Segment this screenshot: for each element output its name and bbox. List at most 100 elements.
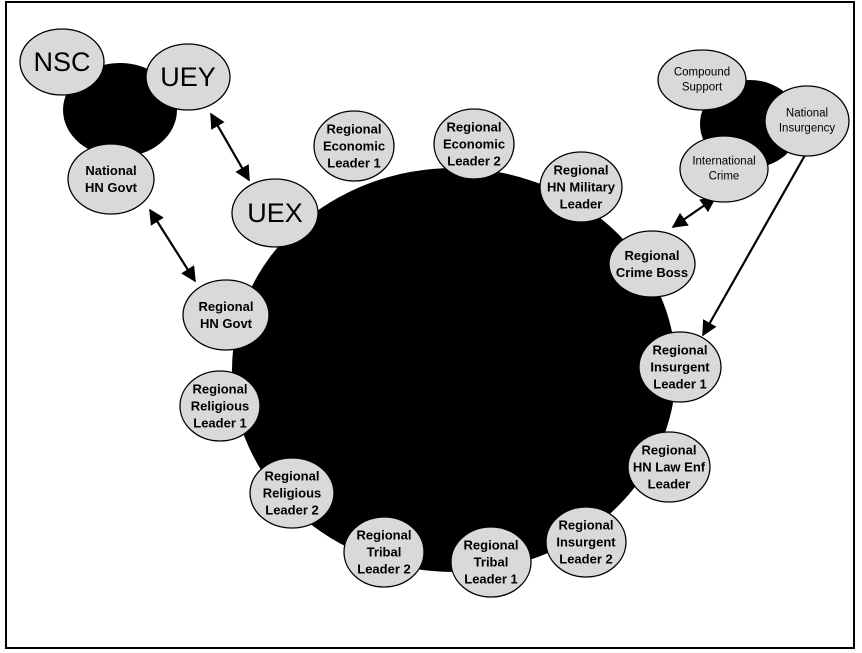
node-compound-support-label: Support	[682, 82, 723, 94]
node-regional-hn-govt-label: HN Govt	[200, 316, 253, 331]
connection-arrows	[149, 112, 818, 337]
node-regional-insurgent-leader-2-label: Regional	[559, 518, 614, 533]
regional-spider-web-ring	[247, 177, 668, 559]
regional-spider-web-ring	[401, 321, 508, 418]
node-regional-insurgent-leader-2-shape	[545, 506, 627, 578]
national-cluster-web-ring	[84, 80, 155, 139]
regional-spider-web-spoke	[453, 168, 462, 371]
regional-spider-web-spoke	[453, 176, 521, 371]
node-regional-religious-leader-2-label: Leader 2	[265, 503, 318, 518]
transnational-cluster-web-spoke	[749, 80, 757, 125]
node-regional-tribal-leader-1-shape	[450, 526, 532, 598]
node-national-insurgency-label: Insurgency	[779, 123, 836, 135]
node-regional-insurgent-leader-1-shape	[638, 331, 722, 403]
node-regional-economic-leader-1-label: Economic	[323, 139, 385, 154]
national-cluster-web-ring	[92, 87, 147, 132]
node-regional-hn-govt-shape	[182, 279, 270, 351]
node-regional-economic-leader-1-shape	[313, 110, 395, 182]
node-regional-tribal-leader-1-label: Regional	[464, 538, 519, 553]
national-cluster-web-spoke	[119, 109, 148, 152]
node-regional-tribal-leader-1-label: Tribal	[474, 555, 509, 570]
regional-spider-web-spoke	[453, 264, 645, 371]
regional-spider-web-ring	[426, 344, 482, 394]
regional-spider-web-spoke	[453, 369, 552, 552]
regional-spider-web-spoke	[270, 254, 455, 371]
node-uey-label: UEY	[160, 62, 216, 92]
node-regional-crime-boss-label: Regional	[625, 248, 680, 263]
regional-spider-web-spoke	[251, 286, 455, 371]
regional-spider-web-ring	[267, 198, 640, 534]
node-nsc-shape	[19, 28, 105, 96]
regional-spider-web-spoke	[453, 350, 676, 371]
node-regional-insurgent-leader-1-label: Regional	[653, 343, 708, 358]
national-cluster-web-spoke	[119, 63, 128, 111]
regional-spider-web-ring	[376, 298, 536, 443]
node-international-crime-shape	[679, 135, 769, 203]
node-regional-crime-boss-shape	[608, 230, 696, 298]
node-regional-hn-law-enf-leader-label: Leader	[648, 477, 691, 492]
node-international-crime-label: International	[692, 156, 755, 168]
node-national-hn-govt-label: HN Govt	[85, 180, 138, 195]
node-regional-hn-govt-label: Regional	[199, 299, 254, 314]
regional-spider-web-spoke	[362, 185, 455, 371]
node-regional-hn-law-enf-leader-label: Regional	[642, 443, 697, 458]
national-cluster-web-spoke	[63, 102, 121, 111]
node-regional-insurgent-leader-1-label: Leader 1	[653, 377, 706, 392]
node-national-hn-govt-label: National	[85, 163, 136, 178]
node-uey-shape	[145, 43, 231, 111]
regional-spider-web-spoke	[400, 173, 455, 371]
regional-spider-web-spoke	[453, 369, 602, 522]
regional-spider-web-ring	[293, 225, 608, 515]
node-national-insurgency-shape	[764, 85, 850, 157]
connection-international-crime-to-regional-crime-boss	[671, 197, 717, 228]
regional-spider-web-spoke	[453, 222, 607, 371]
node-regional-tribal-leader-2-label: Leader 2	[357, 562, 410, 577]
node-regional-hn-military-leader-label: HN Military	[547, 180, 616, 195]
node-regional-tribal-leader-2-label: Tribal	[367, 545, 402, 560]
node-regional-economic-leader-2-label: Regional	[447, 120, 502, 135]
node-national-hn-govt: National HN Govt	[67, 143, 155, 215]
regional-spider-web-spoke	[453, 297, 662, 371]
node-regional-religious-leader-2-label: Religious	[263, 486, 322, 501]
regional-spider-web-ring	[347, 278, 561, 469]
node-national-hn-govt-shape	[67, 143, 155, 215]
transnational-cluster-web-ring	[742, 116, 759, 132]
node-regional-tribal-leader-2-label: Regional	[357, 528, 412, 543]
node-regional-hn-law-enf-leader-shape	[627, 431, 711, 503]
transnational-cluster-web-spoke	[700, 123, 751, 133]
node-nsc: NSC	[19, 28, 105, 96]
connection-national-hn-govt-to-regional-hn-govt	[149, 208, 196, 283]
regional-spider-web-ring	[320, 252, 582, 491]
connection-national-insurgency-to-regional-insurgent-leader-1	[702, 132, 818, 337]
node-regional-hn-law-enf-leader-label: HN Law Enf	[633, 460, 706, 475]
node-regional-economic-leader-1-label: Leader 1	[327, 156, 380, 171]
national-cluster-web-spoke	[79, 109, 121, 144]
node-regional-hn-military-leader-shape	[539, 151, 623, 223]
node-regional-religious-leader-2-label: Regional	[265, 469, 320, 484]
node-national-insurgency-label: National	[786, 108, 828, 120]
regional-spider-web-spoke	[234, 339, 455, 371]
national-cluster-web-spoke	[119, 109, 177, 116]
connection-uey-to-uex	[210, 112, 250, 182]
node-uey: UEY	[145, 43, 231, 111]
node-compound-support-label: Compound	[674, 67, 730, 79]
node-uex: UEX	[231, 178, 319, 248]
node-uex-label: UEX	[247, 198, 303, 228]
node-regional-economic-leader-1-label: Regional	[327, 122, 382, 137]
node-nsc-label: NSC	[33, 47, 90, 77]
node-regional-economic-leader-2-label: Economic	[443, 137, 505, 152]
